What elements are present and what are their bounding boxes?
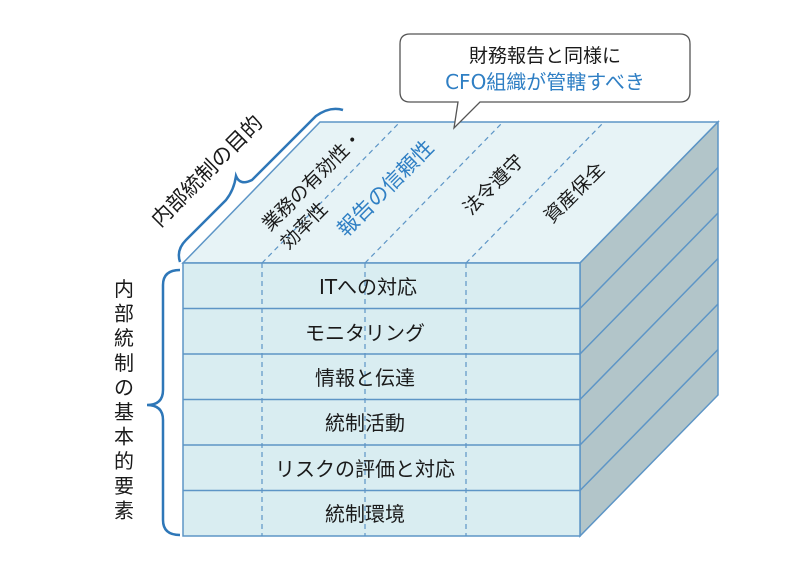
top-column-dividers — [261, 121, 605, 264]
components-heading-char: 部 — [114, 302, 134, 326]
front-column-dividers — [261, 263, 467, 536]
side-layer-lines — [579, 166, 719, 492]
components-heading-char: 要 — [114, 474, 134, 498]
components-heading-char: 統 — [114, 326, 134, 350]
components-heading-char: 本 — [114, 425, 134, 449]
callout-line1: 財務報告と同様に — [469, 45, 621, 67]
layer-label-control-environment: 統制環境 — [325, 502, 405, 526]
components-heading-char: 素 — [114, 498, 134, 522]
layer-labels: ITへの対応 モニタリング 情報と伝達 統制活動 リスクの評価と対応 統制環境 — [275, 275, 455, 526]
components-bracket — [146, 268, 181, 537]
objectives-bracket — [177, 107, 344, 263]
layer-label-monitoring: モニタリング — [305, 321, 425, 345]
layer-label-it: ITへの対応 — [319, 275, 417, 299]
layer-label-control-activities: 統制活動 — [325, 411, 405, 435]
components-heading-char: 内 — [114, 277, 134, 301]
components-heading-char: の — [114, 375, 134, 399]
callout-bubble — [399, 33, 691, 130]
components-heading-char: 的 — [114, 449, 134, 473]
components-heading-char: 制 — [114, 351, 134, 375]
components-heading-char: 基 — [114, 400, 134, 424]
callout-line2: CFO組織が管轄すべき — [445, 70, 645, 94]
layer-label-information: 情報と伝達 — [315, 366, 415, 390]
front-layer-lines — [183, 307, 580, 492]
layer-label-risk-assessment: リスクの評価と対応 — [275, 457, 455, 481]
